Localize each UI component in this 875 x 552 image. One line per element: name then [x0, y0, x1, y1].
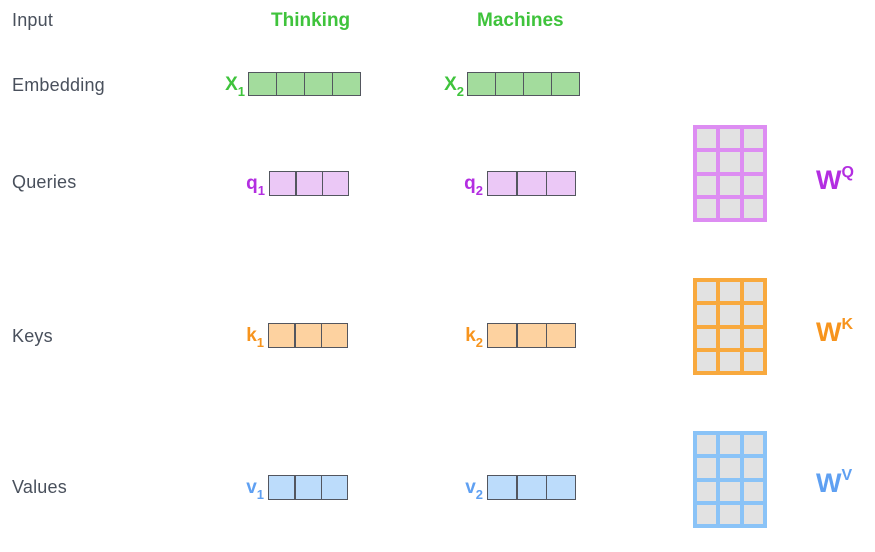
vector-cell [333, 73, 360, 95]
vector-cell [517, 476, 546, 499]
query-weight-matrix [693, 125, 767, 222]
vector-cell [305, 73, 332, 95]
matrix-cell [743, 198, 763, 218]
word-thinking: Thinking [271, 10, 351, 31]
matrix-cell [697, 504, 717, 524]
key-vector-k2 [487, 323, 576, 348]
vector-cell [323, 172, 348, 195]
query-vector-q1 [269, 171, 349, 196]
value-weight-matrix [693, 431, 767, 528]
matrix-cell [697, 282, 717, 302]
matrix-cell [743, 305, 763, 325]
values-row-label: Values [12, 477, 67, 497]
vector-cell [270, 172, 295, 195]
matrix-cell [697, 435, 717, 455]
matrix-cell [743, 328, 763, 348]
matrix-cell [697, 175, 717, 195]
key-weight-matrix [693, 278, 767, 375]
matrix-cell [720, 351, 740, 371]
value-vector-v2 [487, 475, 576, 500]
matrix-cell [720, 435, 740, 455]
embedding-vector-x2 [467, 72, 580, 96]
vector-cell [547, 476, 575, 499]
matrix-cell [720, 305, 740, 325]
key-weight-label: WK [816, 316, 854, 347]
vector-cell [517, 324, 546, 347]
matrix-cell [697, 129, 717, 149]
word-machines: Machines [477, 10, 564, 31]
matrix-cell [720, 481, 740, 501]
matrix-cell [743, 351, 763, 371]
vector-label-k2: k2 [465, 325, 483, 350]
vector-cell [547, 324, 575, 347]
key-vector-k1 [268, 323, 348, 348]
queries-row-label: Queries [12, 172, 77, 192]
matrix-cell [720, 458, 740, 478]
matrix-cell [743, 435, 763, 455]
vector-label-v1: v1 [246, 477, 264, 502]
query-vector-q2 [487, 171, 576, 196]
matrix-cell [697, 152, 717, 172]
matrix-cell [720, 152, 740, 172]
query-weight-label: WQ [816, 164, 854, 195]
matrix-cell [697, 351, 717, 371]
matrix-cell [697, 198, 717, 218]
vector-cell [468, 73, 495, 95]
vector-cell [488, 324, 516, 347]
vector-label-v2: v2 [465, 477, 483, 502]
vector-cell [296, 172, 322, 195]
matrix-cell [720, 328, 740, 348]
matrix-cell [743, 152, 763, 172]
vector-cell [322, 324, 347, 347]
embedding-row-label: Embedding [12, 75, 105, 95]
vector-label-k1: k1 [246, 325, 264, 350]
vector-cell [552, 73, 579, 95]
vector-label-q1: q1 [246, 173, 265, 198]
matrix-cell [743, 129, 763, 149]
matrix-cell [720, 504, 740, 524]
embedding-vector-x1 [248, 72, 361, 96]
matrix-cell [743, 175, 763, 195]
input-label: Input [12, 10, 54, 30]
vector-label-x2: X2 [444, 74, 464, 99]
vector-cell [517, 172, 546, 195]
vector-cell [295, 476, 321, 499]
vector-cell [295, 324, 321, 347]
matrix-cell [743, 481, 763, 501]
matrix-cell [720, 198, 740, 218]
vector-cell [277, 73, 304, 95]
matrix-cell [720, 282, 740, 302]
keys-row-label: Keys [12, 326, 53, 346]
matrix-cell [697, 328, 717, 348]
matrix-cell [743, 504, 763, 524]
matrix-cell [720, 129, 740, 149]
vector-cell [249, 73, 276, 95]
matrix-cell [720, 175, 740, 195]
value-weight-label: WV [816, 467, 853, 498]
vector-cell [488, 172, 516, 195]
matrix-cell [743, 458, 763, 478]
vector-label-x1: X1 [225, 74, 245, 99]
vector-cell [322, 476, 347, 499]
matrix-cell [743, 282, 763, 302]
matrix-cell [697, 481, 717, 501]
vector-cell [269, 324, 294, 347]
vector-cell [547, 172, 575, 195]
vector-cell [496, 73, 523, 95]
vector-cell [488, 476, 516, 499]
vector-label-q2: q2 [464, 173, 483, 198]
value-vector-v1 [268, 475, 348, 500]
vector-cell [524, 73, 551, 95]
vector-cell [269, 476, 294, 499]
matrix-cell [697, 305, 717, 325]
matrix-cell [697, 458, 717, 478]
